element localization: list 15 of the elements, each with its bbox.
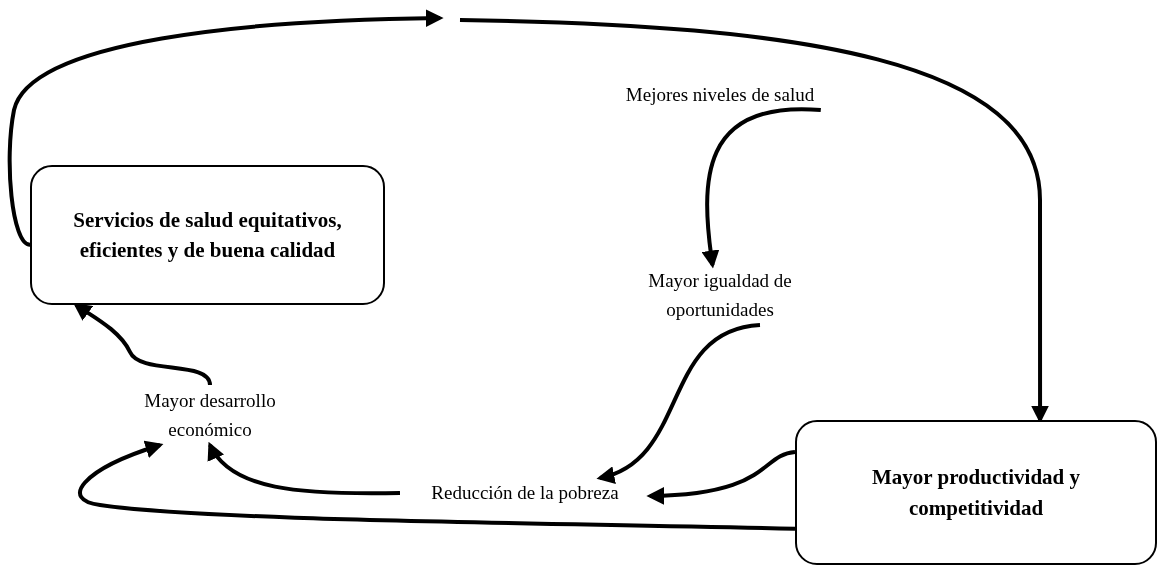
- curved-arrow: [7, 9, 444, 247]
- box-label: Servicios de salud equitativos, eficientes y de buena calidad: [72, 206, 343, 264]
- process-box: [795, 420, 1157, 565]
- node-label: Mejores niveles de salud: [625, 83, 815, 108]
- curved-arrow: [78, 441, 796, 531]
- process-box: [30, 165, 385, 305]
- node-label: Reducción de la pobreza: [431, 481, 619, 506]
- curved-arrow: [596, 323, 761, 482]
- box-label: Mayor productividad y competitividad: [870, 464, 1082, 522]
- node-label: Mayor igualdad de oportunidades: [647, 268, 793, 322]
- curved-arrow: [73, 302, 212, 386]
- curved-arrow: [208, 441, 401, 496]
- curved-arrow: [646, 449, 796, 505]
- node-label: Mayor desarrollo económico: [143, 388, 277, 442]
- curved-arrow: [701, 107, 821, 269]
